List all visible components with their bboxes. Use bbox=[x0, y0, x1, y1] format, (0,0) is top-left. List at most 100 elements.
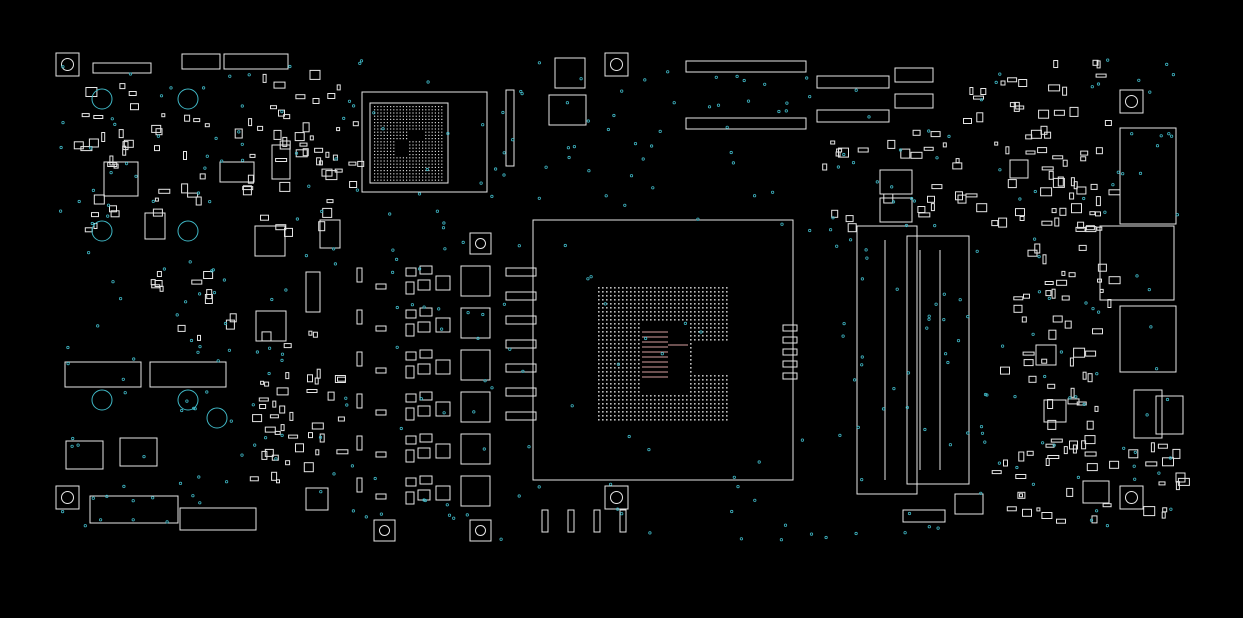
bottom-right-connector[interactable] bbox=[902, 509, 946, 523]
bga-ball bbox=[431, 106, 433, 108]
ram-slot-b[interactable] bbox=[906, 235, 970, 485]
via bbox=[808, 228, 812, 233]
smd-part bbox=[261, 450, 268, 460]
bga-ball bbox=[431, 138, 433, 140]
cpu-land bbox=[602, 403, 604, 405]
header-right-2[interactable] bbox=[816, 109, 890, 123]
pcie-header-1[interactable] bbox=[685, 60, 807, 73]
pad bbox=[782, 372, 798, 380]
via bbox=[331, 247, 336, 251]
left-small-1[interactable] bbox=[65, 440, 104, 470]
cpu-land bbox=[702, 339, 704, 341]
cpu-land bbox=[598, 343, 600, 345]
mount-bottom-far-left[interactable] bbox=[373, 519, 396, 542]
connector-2pin[interactable] bbox=[181, 53, 221, 70]
bga-ball bbox=[425, 147, 427, 149]
pcie-header-2[interactable] bbox=[685, 117, 807, 130]
ram-slot-a[interactable] bbox=[856, 225, 918, 495]
cpu-land bbox=[662, 315, 664, 317]
cpu-land bbox=[698, 391, 700, 393]
via bbox=[567, 155, 571, 160]
smd-part bbox=[1007, 77, 1018, 83]
bga-ball bbox=[441, 163, 443, 165]
bga-ball bbox=[441, 109, 443, 111]
cpu-land bbox=[694, 307, 696, 309]
bga-ball bbox=[402, 160, 404, 162]
bga-ball bbox=[434, 170, 436, 172]
cpu-land bbox=[650, 407, 652, 409]
mount-bottom-left[interactable] bbox=[469, 519, 492, 542]
smd-part bbox=[1062, 86, 1068, 96]
via bbox=[1096, 82, 1101, 86]
pad bbox=[782, 336, 798, 344]
br-chip[interactable] bbox=[954, 493, 984, 515]
cpu-land bbox=[702, 379, 704, 381]
cpu-land bbox=[610, 315, 612, 317]
bga-ball bbox=[422, 115, 424, 117]
bga-ball bbox=[438, 170, 440, 172]
io-connector-1[interactable] bbox=[1119, 127, 1177, 225]
connector-top[interactable] bbox=[223, 53, 289, 70]
chip-top-2[interactable] bbox=[548, 94, 587, 126]
mount-tr[interactable] bbox=[1119, 89, 1144, 114]
bga-ball bbox=[431, 176, 433, 178]
smd-part bbox=[1041, 220, 1053, 226]
cpu-land bbox=[662, 319, 664, 321]
bga-ball bbox=[396, 166, 398, 168]
via bbox=[476, 336, 480, 340]
via bbox=[1037, 255, 1041, 259]
bga-ball bbox=[438, 106, 440, 108]
header-strip-1[interactable] bbox=[92, 62, 152, 74]
via bbox=[1097, 310, 1101, 314]
cpu-land bbox=[602, 303, 604, 305]
header-right-1[interactable] bbox=[816, 75, 890, 89]
bga-ball bbox=[380, 166, 382, 168]
bga-ball bbox=[415, 147, 417, 149]
mount-top-center[interactable] bbox=[604, 52, 629, 77]
vertical-connector[interactable] bbox=[505, 89, 515, 167]
chip-top[interactable] bbox=[554, 57, 586, 89]
cpu-land bbox=[630, 295, 632, 297]
via bbox=[1132, 464, 1136, 468]
cpu-land bbox=[706, 299, 708, 301]
via bbox=[1149, 325, 1153, 329]
cpu-land bbox=[610, 375, 612, 377]
cpu-land bbox=[674, 411, 676, 413]
cpu-land bbox=[654, 415, 656, 417]
mount-bl[interactable] bbox=[55, 485, 80, 510]
cpu-land bbox=[630, 307, 632, 309]
cpu-land bbox=[634, 319, 636, 321]
bga-ball bbox=[418, 122, 420, 124]
via bbox=[91, 496, 95, 500]
left-bottom-connector[interactable] bbox=[89, 495, 179, 524]
left-connector-2[interactable] bbox=[149, 361, 227, 388]
mosfet-part bbox=[405, 491, 415, 505]
via bbox=[905, 405, 909, 410]
mount-tl[interactable] bbox=[55, 52, 80, 77]
io-connector-3[interactable] bbox=[1119, 305, 1177, 373]
io-connector-5[interactable] bbox=[1155, 395, 1184, 435]
via bbox=[943, 352, 948, 356]
bga-ball bbox=[438, 173, 440, 175]
bga-ball bbox=[415, 173, 417, 175]
left-small-2[interactable] bbox=[119, 437, 158, 467]
io-connector-2[interactable] bbox=[1099, 225, 1175, 301]
left-connector-1[interactable] bbox=[64, 361, 142, 388]
highlighted-pads bbox=[642, 331, 688, 378]
via bbox=[1059, 350, 1064, 354]
northbridge-bga[interactable] bbox=[361, 91, 488, 193]
cpu-land bbox=[602, 307, 604, 309]
via bbox=[842, 152, 846, 157]
smd-part bbox=[1095, 211, 1101, 217]
cpu-land bbox=[634, 367, 636, 369]
cpu-land bbox=[714, 387, 716, 389]
mount-mid-left[interactable] bbox=[469, 232, 492, 255]
via bbox=[966, 314, 970, 319]
io-connector-4[interactable] bbox=[1133, 389, 1163, 439]
smd-part bbox=[1017, 491, 1026, 499]
bga-ball bbox=[434, 118, 436, 120]
smd-part bbox=[315, 449, 320, 456]
cpu-socket[interactable] bbox=[532, 219, 794, 481]
bottom-connector[interactable] bbox=[179, 507, 257, 531]
mount-br[interactable] bbox=[1119, 485, 1144, 510]
